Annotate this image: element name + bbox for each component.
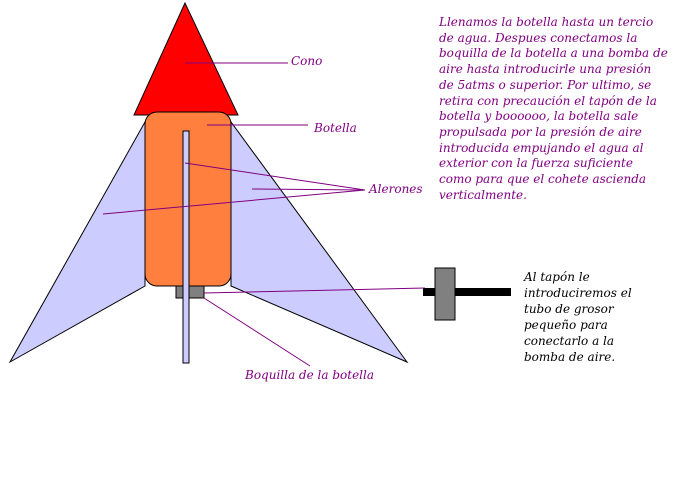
description-line: introducida empujando el agua al (439, 140, 644, 155)
stopper-note-line: introduciremos el (524, 286, 632, 300)
left-fin (8, 120, 146, 364)
description-line: boquilla de la botella a una bomba de (439, 46, 668, 61)
cone (133, 1, 239, 116)
description-line: propulsada por la presión de aire (439, 124, 642, 139)
description-line: retira con precaución el tapón de la (439, 93, 657, 108)
description-line: botella y boooooo, la botella sale (439, 109, 639, 124)
description-line: de 5atms o superior. Por ultimo, se (439, 77, 652, 92)
right-fin (230, 120, 409, 364)
stopper-note-line: conectarlo a la (524, 334, 615, 348)
stopper-note-line: bomba de aire. (524, 350, 616, 364)
nozzle-label: Boquilla de la botella (245, 368, 374, 382)
air-tube (423, 288, 511, 296)
fins-label: Alerones (369, 182, 423, 196)
stopper-note-line: Al tapón le (524, 270, 590, 284)
description-line: de agua. Despues conectamos la (439, 30, 638, 45)
description-line: como para que el cohete asciendа (439, 172, 647, 187)
description-line: exterior con la fuerza suficiente (439, 156, 633, 171)
center-rod (182, 130, 190, 364)
stopper-note-line: tubo de grosor (524, 302, 614, 316)
stopper-leader (203, 287, 426, 294)
description-line: Llenamos la botella hasta un tercio (439, 15, 654, 29)
fin-leader-1 (184, 162, 366, 191)
cone-label: Cono (291, 54, 323, 68)
stopper-note-line: pequeño para (524, 318, 608, 332)
description-line: verticalmente. (439, 187, 527, 202)
bottle-stopper (434, 267, 456, 321)
bottle-label: Botella (314, 121, 357, 135)
description-line: aire hasta introducirle una presión (439, 62, 652, 77)
description-paragraph: Llenamos la botella hasta un tercio de a… (439, 15, 685, 203)
fin-leader-2 (251, 188, 366, 191)
fin-leader-3 (102, 189, 366, 215)
nozzle-leader (203, 297, 311, 367)
stopper-note: Al tapón le introduciremos el tubo de gr… (524, 269, 674, 365)
